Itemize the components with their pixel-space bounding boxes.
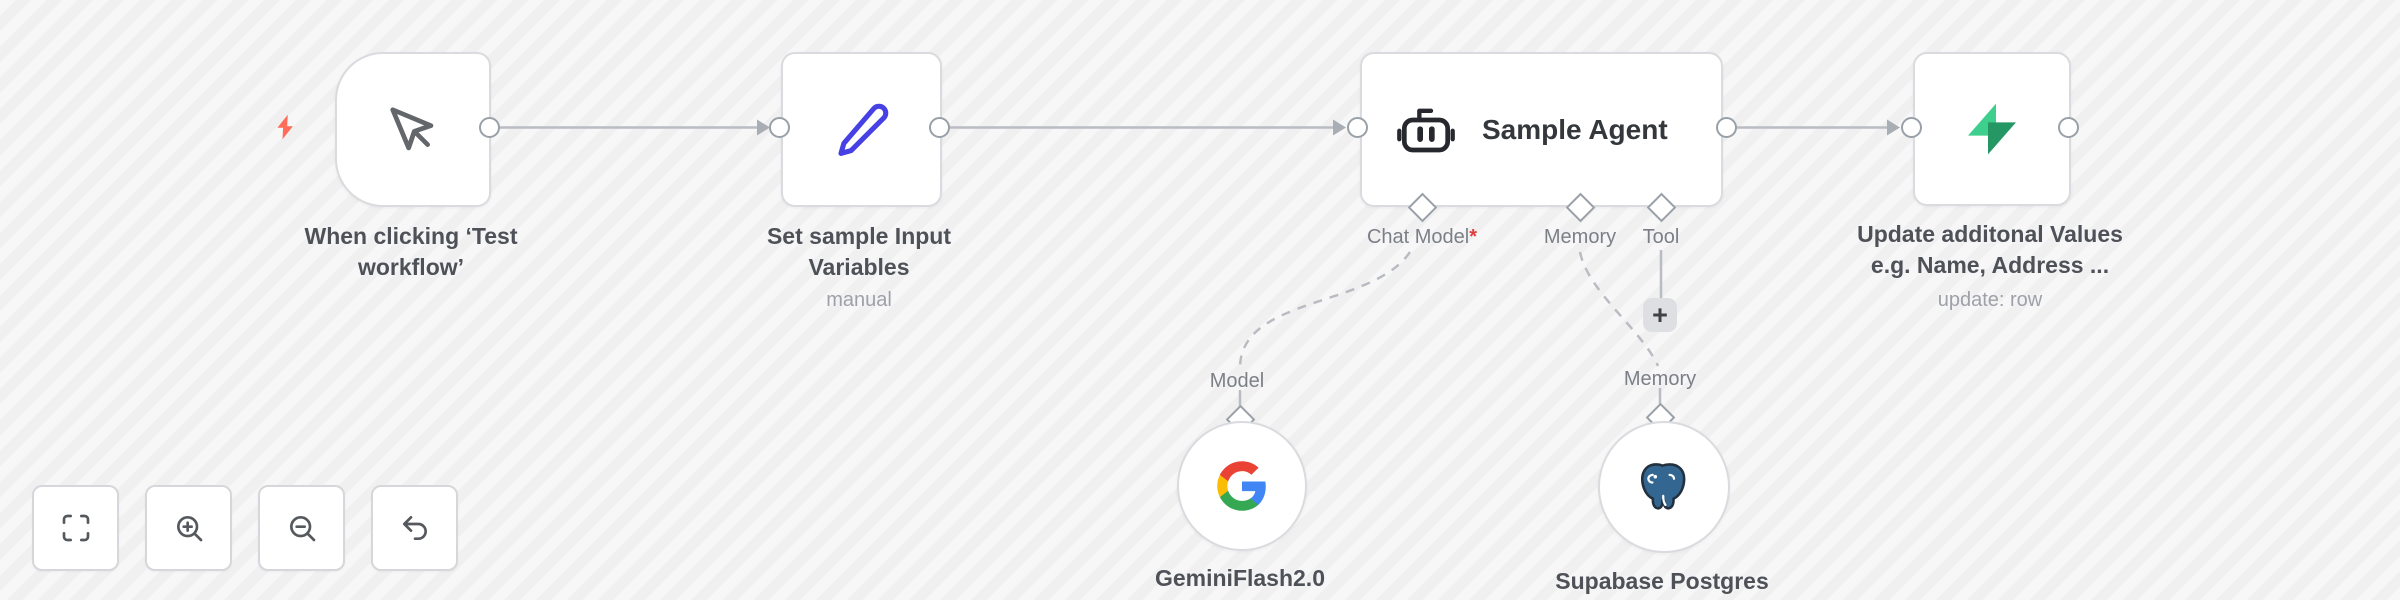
port-update-output[interactable] [2057,117,2079,138]
port-label-memory: Memory [1543,226,1617,248]
port-set-input[interactable] [768,117,790,138]
robot-icon [1397,108,1455,152]
node-subtitle-update: update: row [1937,289,2043,311]
port-label-tool: Tool [1642,226,1680,248]
node-title-supabase: Supabase Postgres [1555,568,1769,594]
node-title-set: Set sample Input Variables [766,223,952,280]
arrowhead-icon [1333,119,1346,136]
zoom-to-fit-icon [62,514,89,542]
port-agent-input[interactable] [1346,117,1368,138]
pencil-icon [837,103,888,156]
port-update-input[interactable] [1900,117,1922,138]
arrowhead-icon [757,119,770,136]
undo-button[interactable] [371,485,458,571]
mouse-pointer-icon [390,106,434,150]
node-set-variables[interactable] [781,52,942,207]
required-asterisk: * [1469,226,1478,248]
trigger-bolt-icon [272,112,300,147]
postgresql-icon [1640,463,1686,510]
port-label-memory-node: Memory [1623,368,1697,390]
node-title-update: Update additonal Values e.g. Name, Addre… [1857,221,2123,278]
node-manual-trigger[interactable] [335,52,491,207]
node-title-trigger: When clicking ‘Test workflow’ [304,223,518,280]
zoom-in-button[interactable] [145,485,232,571]
node-gemini-model[interactable] [1177,421,1307,551]
node-title-gemini: GeminiFlash2.0 [1154,565,1325,591]
connection-chatmodel-to-gemini[interactable] [1238,251,1412,369]
zoom-to-fit-button[interactable] [32,485,119,571]
port-agent-output[interactable] [1715,117,1737,138]
canvas-controls [32,485,458,571]
undo-icon [402,516,427,540]
zoom-in-icon [176,516,202,542]
port-label-chat-model: Chat Model* [1366,226,1478,248]
supabase-icon [1968,103,2016,155]
agent-title: Sample Agent [1482,113,1668,145]
node-update-values[interactable] [1913,52,2071,206]
node-subtitle-set: manual [826,289,892,311]
zoom-out-button[interactable] [258,485,345,571]
google-icon [1217,461,1266,511]
arrowhead-icon [1887,119,1900,136]
port-trigger-output[interactable] [478,117,500,138]
connection-memory-to-supabase[interactable] [1578,251,1660,367]
port-set-output[interactable] [928,117,950,138]
node-sample-agent[interactable]: Sample Agent [1360,52,1723,207]
add-tool-button[interactable]: + [1643,298,1677,332]
port-label-model: Model [1209,370,1265,392]
node-supabase-postgres[interactable] [1598,421,1730,553]
zoom-out-icon [289,516,315,542]
